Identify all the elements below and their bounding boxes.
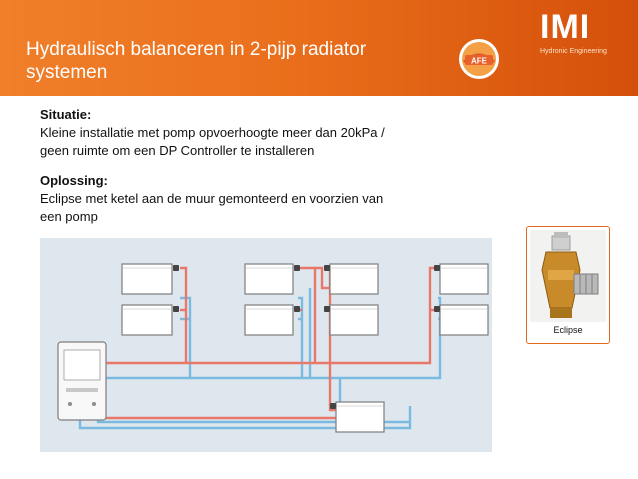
imi-logo: IMI Hydronic Engineering	[540, 10, 630, 60]
radiator	[244, 263, 294, 295]
imi-logo-word: IMI	[540, 8, 591, 46]
solution-line-1: Eclipse met ketel aan de muur gemonteerd…	[40, 191, 384, 206]
page-title: Hydraulisch balanceren in 2-pijp radiato…	[26, 39, 367, 83]
product-caption: Eclipse	[553, 325, 583, 335]
radiator	[439, 304, 489, 336]
situation-label: Situatie:	[40, 107, 92, 122]
radiator	[335, 401, 385, 433]
afe-logo-text: AFE	[471, 57, 488, 66]
radiators	[121, 263, 489, 433]
solution-label: Oplossing:	[40, 173, 108, 188]
situation-line-1: Kleine installatie met pomp opvoerhoogte…	[40, 125, 385, 140]
product-photo-card: Eclipse	[526, 226, 610, 344]
wall-boiler	[57, 341, 107, 421]
heating-system-diagram	[40, 238, 492, 452]
radiator	[329, 263, 379, 295]
radiator	[439, 263, 489, 295]
imi-logo-subtitle: Hydronic Engineering	[540, 48, 607, 55]
radiator	[121, 304, 173, 336]
radiator	[244, 304, 294, 336]
afe-logo: AFE	[459, 39, 499, 79]
header-bar: Hydraulisch balanceren in 2-pijp radiato…	[0, 0, 638, 96]
radiator	[121, 263, 173, 295]
situation-line-2: geen ruimte om een DP Controller te inst…	[40, 143, 315, 158]
radiator-valves	[173, 265, 440, 409]
radiator	[329, 304, 379, 336]
radiator-fins	[122, 267, 488, 407]
valve-icon	[530, 230, 606, 322]
solution-line-2: een pomp	[40, 209, 98, 224]
